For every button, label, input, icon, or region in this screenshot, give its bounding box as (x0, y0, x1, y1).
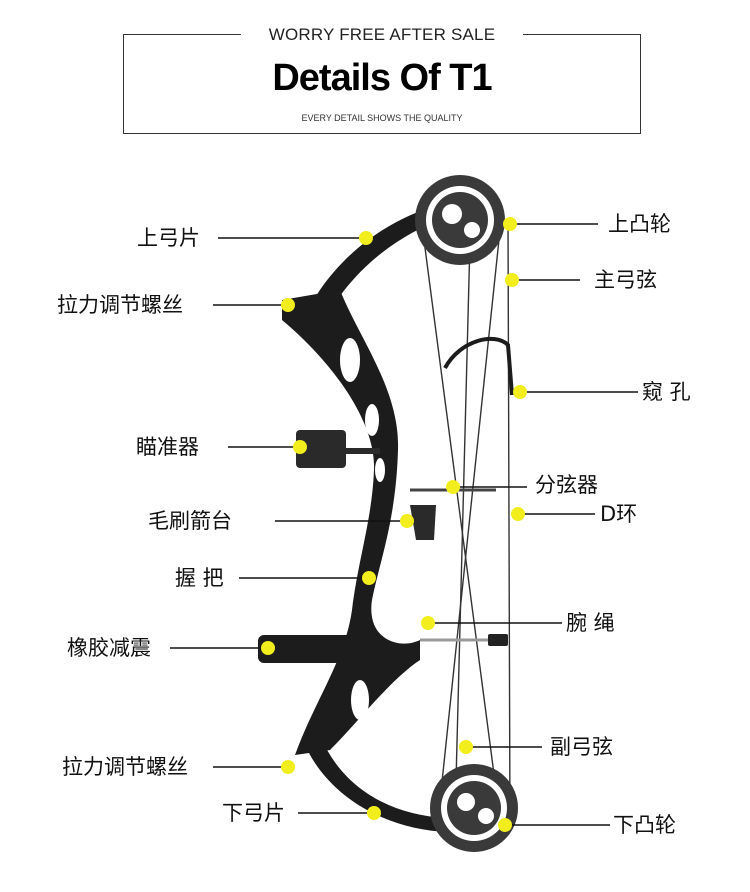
label-grip: 握 把 (175, 566, 224, 590)
label-lower-cam: 下凸轮 (613, 813, 676, 837)
page-title: Details Of T1 (272, 57, 492, 99)
dot-d-loop (511, 507, 525, 521)
label-sight: 瞄准器 (136, 435, 199, 459)
dot-splitter (446, 480, 460, 494)
dot-peep (513, 385, 527, 399)
riser-cutouts (340, 338, 385, 720)
dot-lower-limb (367, 806, 381, 820)
brush-rest-shape (410, 505, 436, 540)
dot-lower-cam (498, 818, 512, 832)
riser-shape (282, 290, 420, 755)
dot-brush-rest (400, 514, 414, 528)
upper-cam-shape (415, 175, 505, 265)
lower-cam-shape (430, 764, 518, 852)
label-upper-limb: 上弓片 (137, 226, 200, 250)
dot-screw-top (281, 298, 295, 312)
dot-sight (293, 440, 307, 454)
label-upper-cam: 上凸轮 (608, 212, 671, 236)
label-main-string: 主弓弦 (594, 268, 657, 292)
rubber-damper-shape (258, 635, 353, 663)
leader-lines (170, 223, 638, 826)
label-wrist-strap: 腕 绳 (566, 611, 615, 635)
dot-upper-limb (359, 231, 373, 245)
label-d-loop: D环 (600, 502, 638, 526)
dot-wrist-strap (421, 616, 435, 630)
sight-shape (296, 430, 346, 468)
header-box: WORRY FREE AFTER SALE Details Of T1 EVER… (123, 25, 641, 134)
label-lower-limb: 下弓片 (222, 801, 285, 825)
dot-grip (362, 571, 376, 585)
label-draw-weight-screw-top: 拉力调节螺丝 (57, 293, 183, 317)
bow-strings (421, 219, 511, 831)
label-string-splitter: 分弦器 (535, 473, 598, 497)
label-draw-weight-screw-bottom: 拉力调节螺丝 (62, 755, 188, 779)
dot-secondary-string (459, 740, 473, 754)
page-subtitle: EVERY DETAIL SHOWS THE QUALITY (301, 113, 463, 123)
dot-damper (261, 641, 275, 655)
dot-upper-cam (503, 217, 517, 231)
label-peep-sight: 窥 孔 (642, 380, 691, 404)
header-top-text: WORRY FREE AFTER SALE (124, 25, 640, 45)
dot-main-string (505, 273, 519, 287)
callout-dots (261, 217, 527, 832)
label-secondary-string: 副弓弦 (550, 735, 613, 759)
label-brush-rest: 毛刷箭台 (148, 509, 232, 533)
label-rubber-damper: 橡胶减震 (67, 636, 151, 660)
dot-screw-bottom (281, 760, 295, 774)
